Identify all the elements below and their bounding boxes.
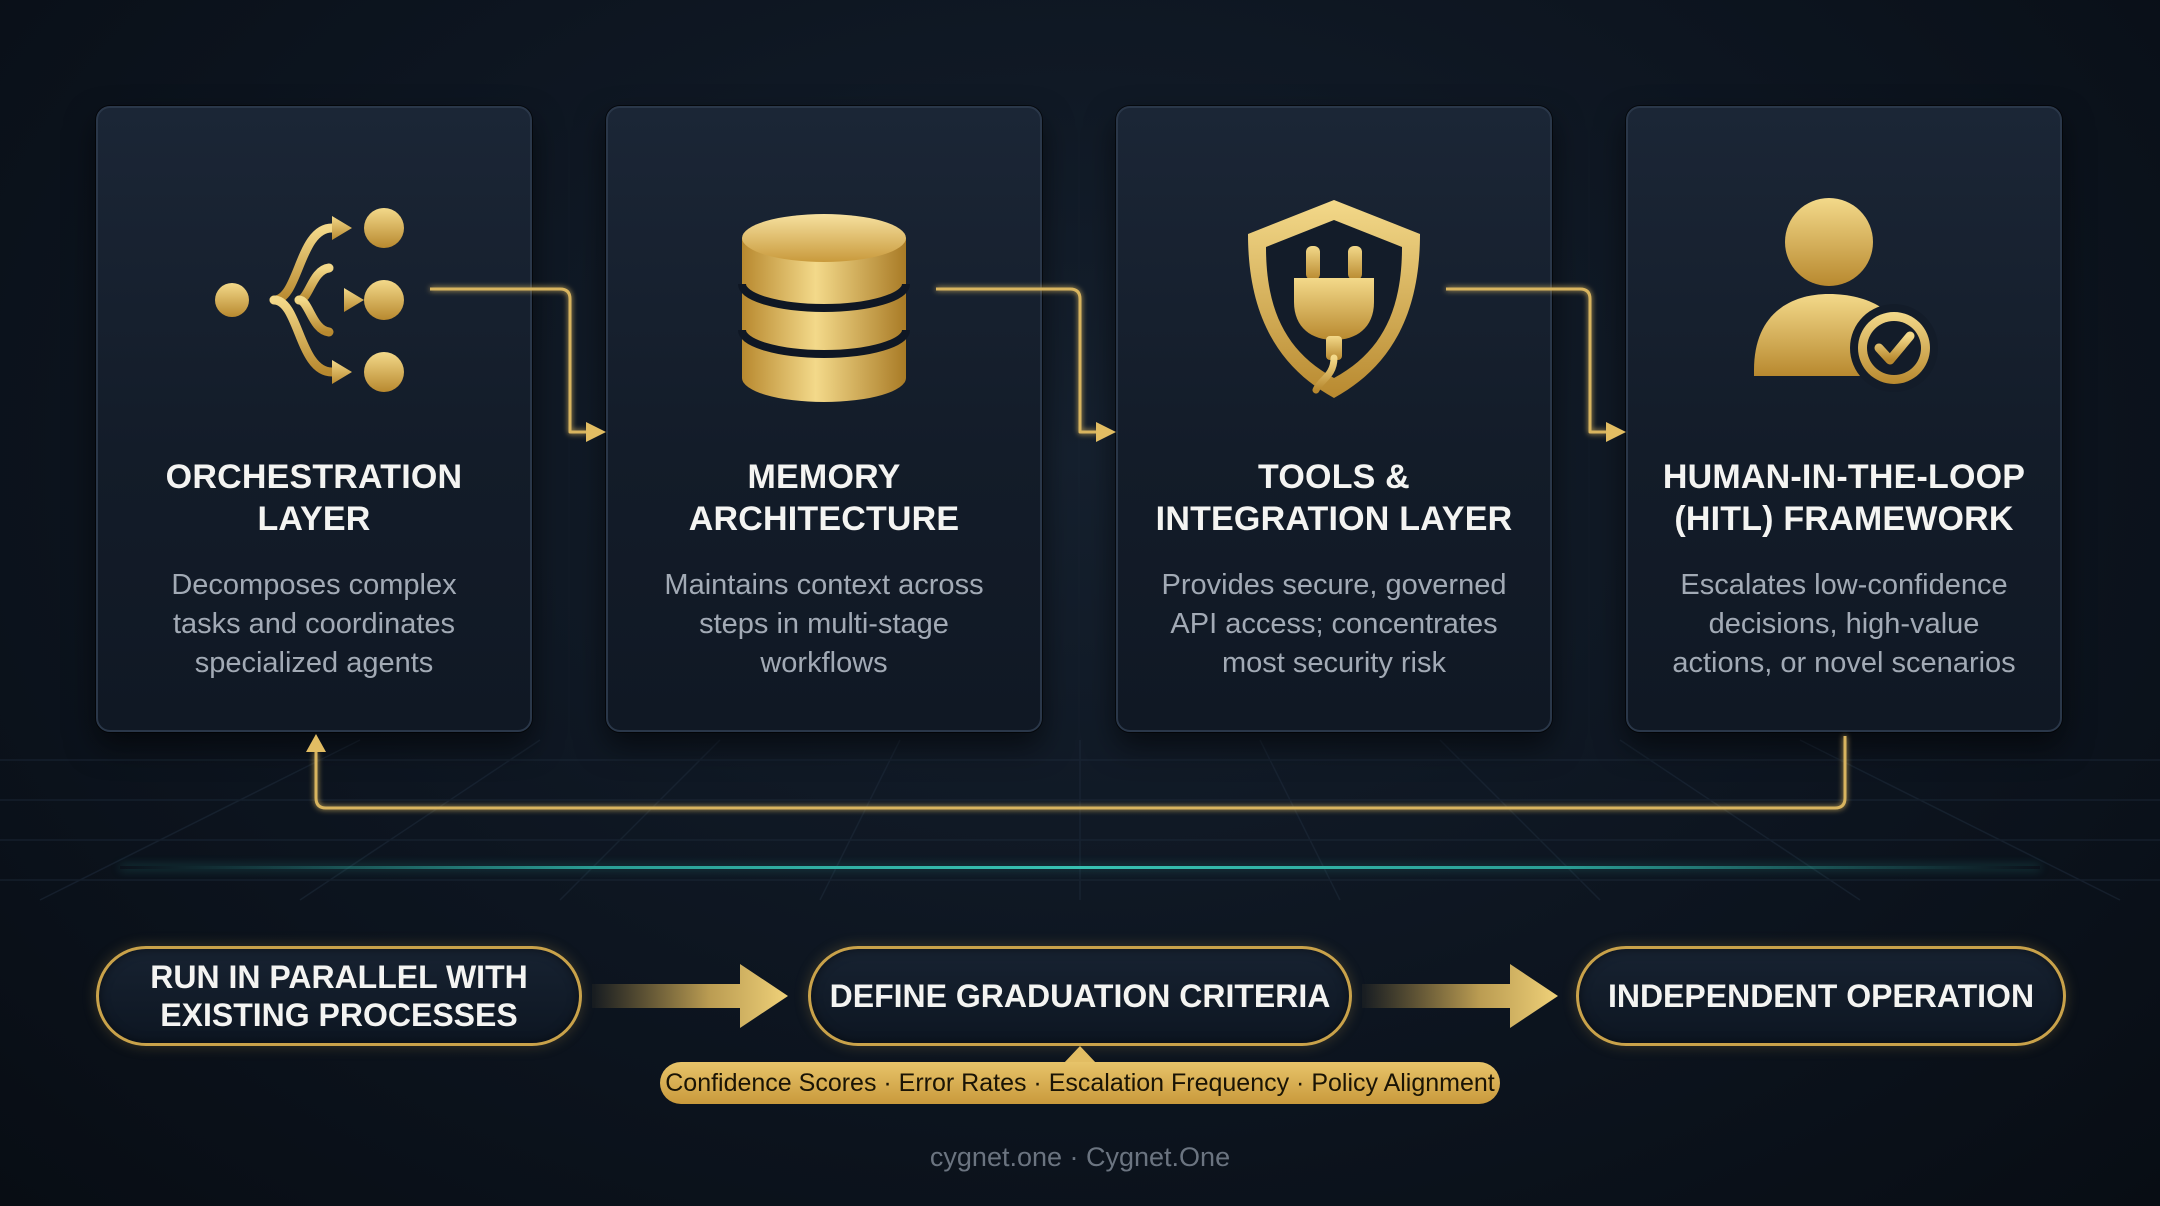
feedback-loop-line bbox=[314, 736, 1847, 810]
card-description: Provides secure, governed API access; co… bbox=[1161, 569, 1507, 679]
footer-attribution: cygnet.one · Cygnet.One bbox=[929, 1142, 1231, 1172]
feedback-arrowhead bbox=[306, 734, 326, 752]
card-description: Decomposes complex tasks and coordinates… bbox=[171, 569, 457, 679]
card-hitl-framework: HUMAN-IN-THE-LOOP (HITL) FRAMEWORK Escal… bbox=[1626, 106, 2062, 732]
callout-pointer bbox=[1063, 1046, 1097, 1064]
connector-1-2 bbox=[430, 287, 588, 434]
card-description: Escalates low-confidence decisions, high… bbox=[1672, 569, 2016, 679]
step-run-in-parallel: RUN IN PARALLEL WITH EXISTING PROCESSES bbox=[96, 946, 582, 1046]
card-title: HUMAN-IN-THE-LOOP (HITL) FRAMEWORK bbox=[1662, 458, 2026, 538]
connector-2-3 bbox=[936, 287, 1098, 434]
card-orchestration-layer: ORCHESTRATION LAYER Decomposes complex t… bbox=[96, 106, 532, 732]
step-independent-operation: INDEPENDENT OPERATION bbox=[1576, 946, 2066, 1046]
user-check-icon bbox=[1754, 198, 1938, 392]
shield-plug-icon bbox=[1248, 200, 1420, 398]
card-memory-architecture: MEMORY ARCHITECTURE Maintains context ac… bbox=[606, 106, 1042, 732]
criteria-list: Confidence Scores · Error Rates · Escala… bbox=[660, 1062, 1500, 1104]
connector-arrowhead bbox=[586, 422, 606, 442]
step-arrow-2 bbox=[1362, 964, 1558, 1028]
connector-3-4 bbox=[1446, 287, 1608, 434]
card-description: Maintains context across steps in multi-… bbox=[664, 569, 984, 679]
step-arrow-1 bbox=[592, 964, 788, 1028]
card-tools-integration-layer: TOOLS & INTEGRATION LAYER Provides secur… bbox=[1116, 106, 1552, 732]
card-title: TOOLS & INTEGRATION LAYER bbox=[1155, 458, 1513, 538]
database-icon bbox=[738, 214, 910, 402]
step-define-graduation-criteria: DEFINE GRADUATION CRITERIA bbox=[808, 946, 1352, 1046]
graduation-criteria-callout: Confidence Scores · Error Rates · Escala… bbox=[660, 1046, 1500, 1106]
branching-flow-icon bbox=[215, 208, 404, 392]
card-title: ORCHESTRATION LAYER bbox=[165, 458, 463, 538]
section-divider bbox=[120, 866, 2040, 869]
connector-arrowhead bbox=[1606, 422, 1626, 442]
connector-arrowhead bbox=[1096, 422, 1116, 442]
card-title: MEMORY ARCHITECTURE bbox=[688, 458, 960, 538]
